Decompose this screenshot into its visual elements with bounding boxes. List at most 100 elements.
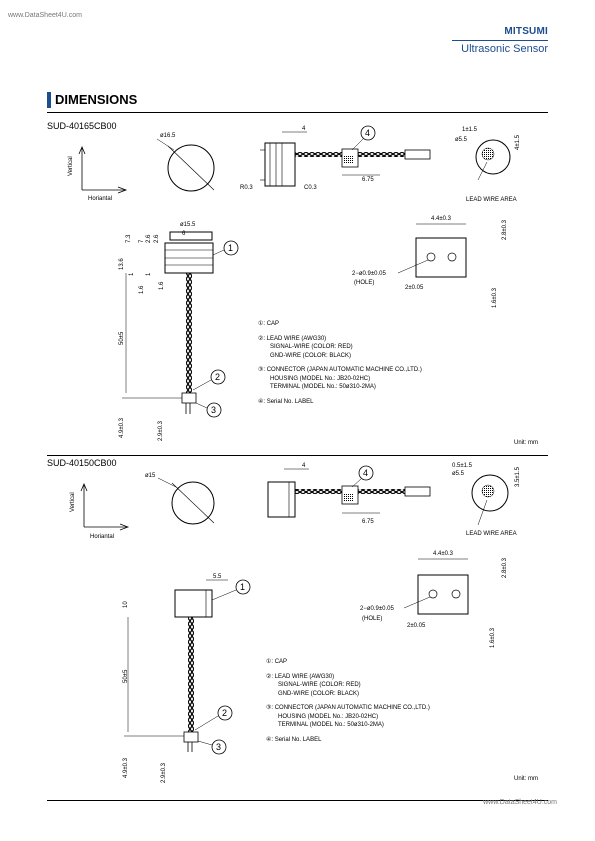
model-name-1: SUD-40165CB00 [47,121,117,131]
dim-7: 7 [139,239,145,243]
dim-dia: ø15 [145,473,156,479]
orientation-axes-2: Vertical Horiantal [70,482,130,540]
dim-50: 50±5 [123,669,129,683]
orient-v-label: Vertical [68,156,74,176]
dim-4: 4 [302,463,306,469]
hole-note: (HOLE) [354,280,374,286]
callout-1: 1 [240,582,245,592]
hole: 2−ø0.9±0.05 [352,271,386,277]
header-rule [452,40,548,41]
dim-d1: 0.5±1.5 [452,463,473,469]
brand-logo: MITSUMI [504,26,548,37]
footer-rule [47,800,548,801]
orient-v-label: Vertical [70,492,76,512]
dim-4: 4 [302,126,306,132]
dim-155: ø15.5 [180,222,196,228]
dim-r: R0.3 [240,185,253,191]
front-view-1: ø15.5 6 7.3 7 2.6 2.6 13.6 1 1 1.6 1.6 5… [119,222,239,441]
unit-1: Unit: mm [514,440,538,446]
conn-h: 2.8±0.3 [502,219,508,240]
conn-h: 2.8±0.3 [502,557,508,578]
orient-h-label: Horiantal [88,196,112,202]
note-cap: ①: CAP [258,321,280,327]
note-label: ④: Serial No. LABEL [266,736,322,743]
pitch: 2±0.05 [407,623,426,629]
dim-10: 10 [123,601,129,608]
lead-area: LEAD WIRE AREA [466,531,517,537]
product-name: Ultrasonic Sensor [461,43,548,55]
dim-d55: ø5.5 [455,137,468,143]
note-connector: ③: CONNECTOR (JAPAN AUTOMATIC MACHINE CO… [266,705,430,711]
watermark: www.DataSheet4U.com [8,12,82,19]
note-terminal: TERMINAL (MODEL No.: 50ø310-2MA) [278,722,384,728]
notes-model-1: ①: CAP ②: LEAD WIRE (AWG30) SIGNAL-WIRE … [258,320,422,406]
top-view-2: ø15 [145,473,215,525]
conn-b: 1.6±0.3 [490,627,496,648]
dim-50: 50±5 [119,331,125,345]
top-view-1: ø16.5 [156,133,215,192]
note-terminal: TERMINAL (MODEL No.: 50ø310-2MA) [270,384,376,390]
dim-1a: 1 [129,272,135,276]
conn-w: 4.4±0.3 [431,216,452,222]
dim-c: C0.3 [304,185,317,191]
conn-w: 4.4±0.3 [433,551,454,557]
dim-49: 4.9±0.3 [123,757,129,778]
side-view-1: 4 R0.3 C0.3 6.75 4 [240,125,431,191]
dim-d41: 3.5±1.5 [515,466,521,487]
pitch: 2±0.05 [405,285,424,291]
dim-675: 6.75 [362,177,374,183]
dim-6: 6 [182,231,186,237]
note-lead: ②: LEAD WIRE (AWG30) [258,335,327,342]
unit-2: Unit: mm [514,776,538,782]
note-label: ④: Serial No. LABEL [258,398,314,405]
model-name-2: SUD-40150CB00 [47,458,117,468]
section-rule [47,112,548,113]
dim-d41: 4±1.5 [515,134,521,150]
connector-view-2: 4.4±0.3 2.8±0.3 1.6±0.3 2−ø0.9±0.05 (HOL… [360,551,508,648]
note-gnd: GND-WIRE (COLOR: BLACK) [270,352,352,359]
dim-29: 2.9±0.3 [158,420,164,441]
lead-wire-area-2: 0.5±1.5 ø5.5 3.5±1.5 LEAD WIRE AREA [452,463,521,537]
front-view-2: 5.5 10 50±5 4.9±0.3 2.9±0.3 1 2 3 [123,574,251,783]
watermark-bottom: www.DataSheet4U.com [483,799,557,806]
orientation-axes-1: Vertical Horiantal [68,145,128,202]
conn-b: 1.6±0.3 [492,287,498,308]
dim-1b: 1 [146,272,152,276]
callout-2: 2 [222,708,227,718]
section-marker [47,92,51,108]
note-signal: SIGNAL-WIRE (COLOR: RED) [270,344,353,350]
dim-73: 7.3 [126,234,132,243]
side-view-2: 4 6.75 4 [267,463,431,525]
dim-49: 4.9±0.3 [119,417,125,438]
note-signal: SIGNAL-WIRE (COLOR: RED) [278,682,361,688]
dim-16a: 1.6 [139,285,145,294]
dim-26a: 2.6 [146,234,152,243]
note-connector: ③: CONNECTOR (JAPAN AUTOMATIC MACHINE CO… [258,367,422,373]
callout-3: 3 [216,742,221,752]
dim-16b: 1.6 [159,281,165,290]
dim-136: 13.6 [119,258,125,270]
callout-3: 3 [211,405,216,415]
dim-dia: ø16.5 [160,133,176,139]
dim-26b: 2.6 [154,234,160,243]
hole: 2−ø0.9±0.05 [360,606,394,612]
dim-29: 2.9±0.3 [161,762,167,783]
hole-note: (HOLE) [362,616,382,622]
dim-675: 6.75 [362,519,374,525]
callout-4: 4 [363,468,368,478]
lead-area: LEAD WIRE AREA [466,197,517,203]
note-housing: HOUSING (MODEL No.: JB20-02HC) [278,713,379,720]
note-gnd: GND-WIRE (COLOR: BLACK) [278,690,360,697]
connector-view-1: 4.4±0.3 2.8±0.3 1.6±0.3 2−ø0.9±0.05 (HOL… [352,216,508,308]
dim-d1: 1±1.5 [462,127,478,133]
callout-4: 4 [365,128,370,138]
dim-d55: ø5.5 [452,471,465,477]
lead-wire-area-1: 1±1.5 ø5.5 4±1.5 LEAD WIRE AREA [455,127,521,203]
orient-h-label: Horiantal [90,534,114,540]
dim-55: 5.5 [213,574,222,580]
section-title: DIMENSIONS [55,92,138,107]
callout-1: 1 [228,243,233,253]
callout-2: 2 [215,372,220,382]
note-housing: HOUSING (MODEL No.: JB20-02HC) [270,375,371,382]
